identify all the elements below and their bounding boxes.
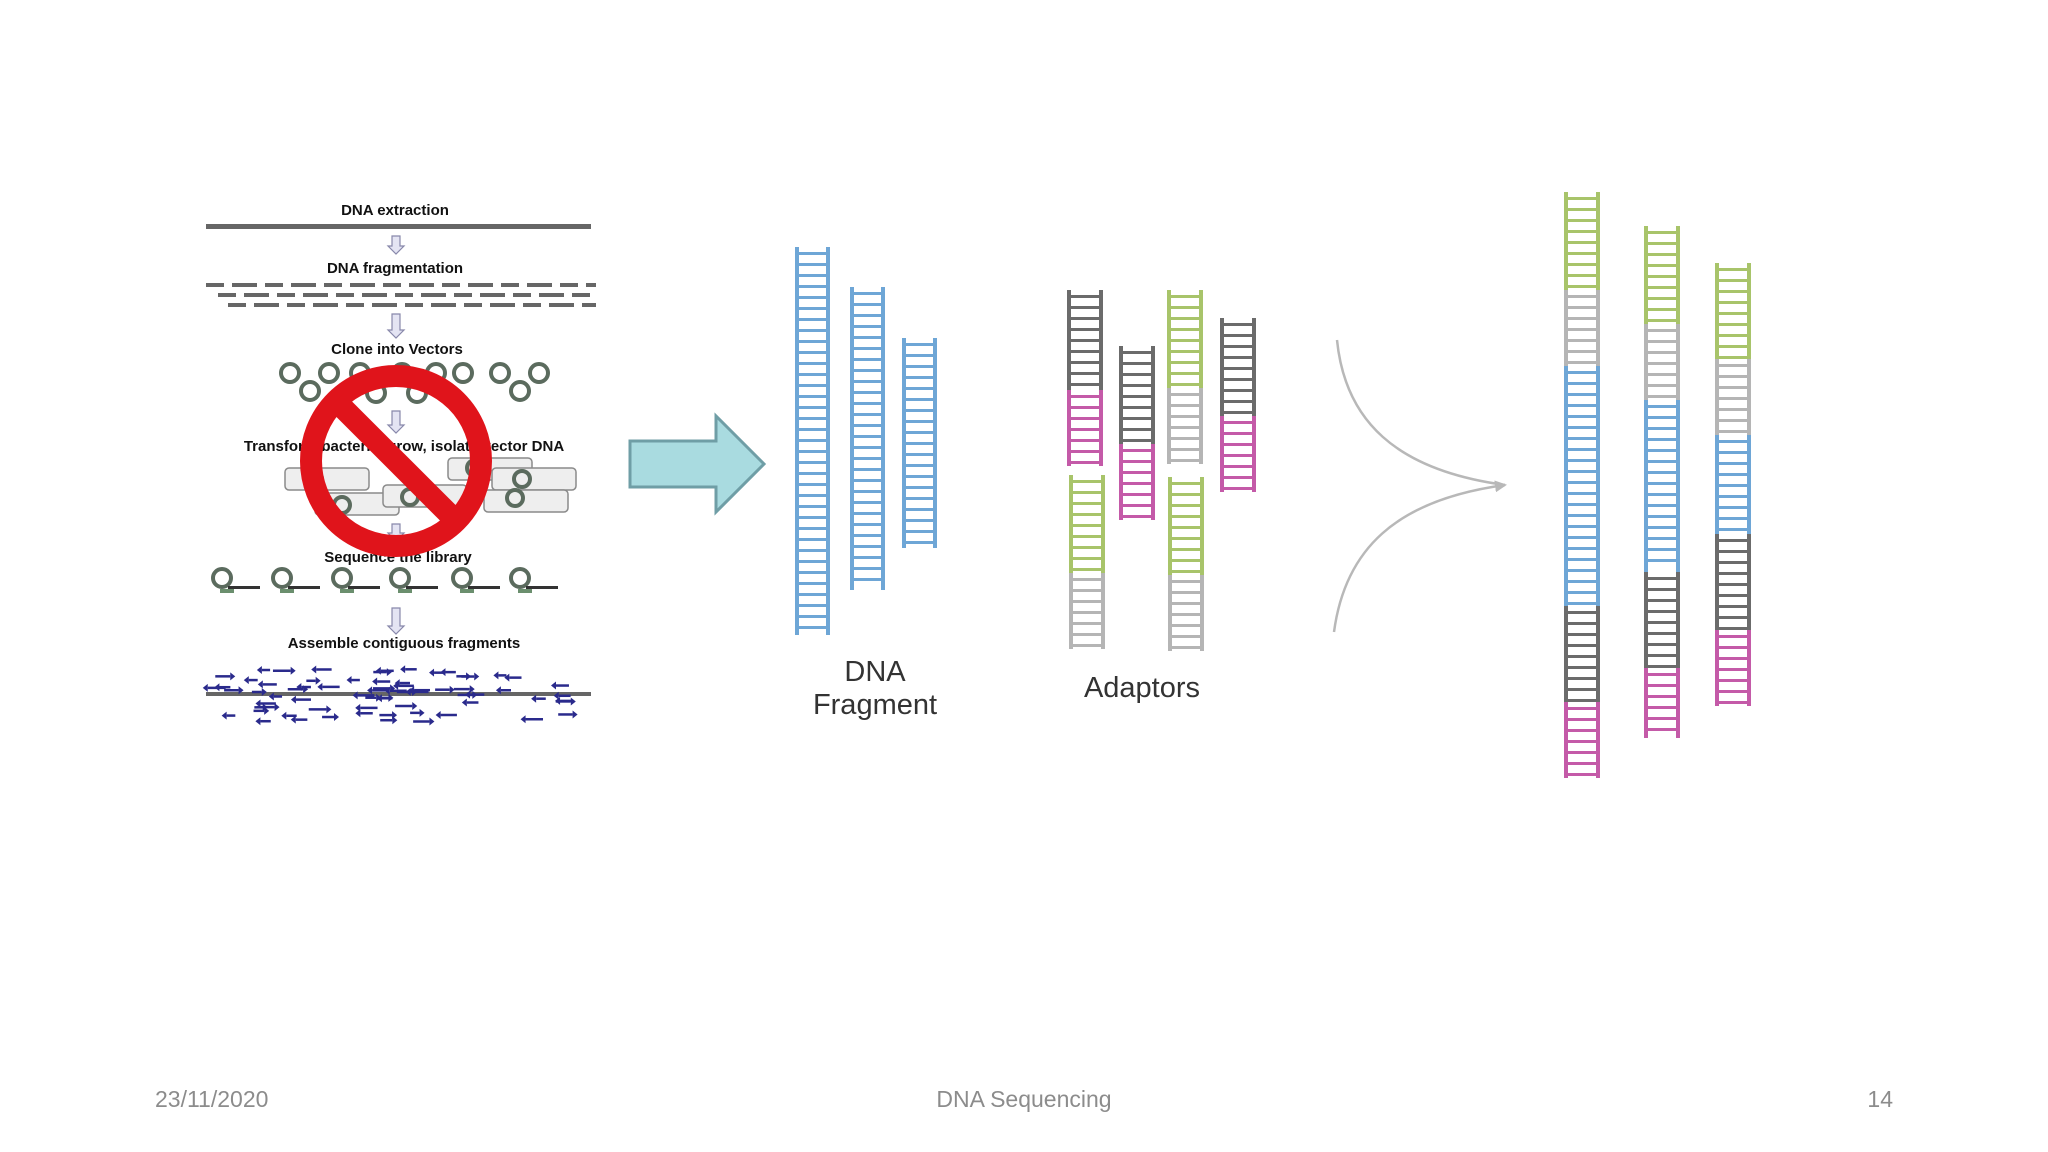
assembled-contig-line xyxy=(206,692,591,696)
adaptor-ladder xyxy=(1119,346,1155,520)
adaptor-ladder xyxy=(1220,318,1256,492)
ligated-product-ladder xyxy=(1564,192,1600,778)
genomic-dna-line xyxy=(206,224,591,229)
adaptor-ladder xyxy=(1168,477,1204,651)
footer-date: 23/11/2020 xyxy=(155,1086,269,1112)
adaptors-label: Adaptors xyxy=(1084,672,1200,704)
dna-fragment-ladder xyxy=(902,338,937,548)
ligated-product-ladder xyxy=(1715,263,1751,706)
ligation-converging-arrow xyxy=(1332,339,1507,633)
footer-page-number: 14 xyxy=(1867,1086,1893,1112)
step-sequence-library-label: Sequence the library xyxy=(324,549,472,566)
prohibition-sign-icon xyxy=(300,365,492,557)
ligated-products-group xyxy=(1564,192,1751,778)
clone-sequencing-flowchart: DNA extraction DNA fragmentation Clone i… xyxy=(202,202,596,726)
dna-fragment-ladder xyxy=(795,247,830,635)
step-transform-label: Transform bacteria, grow, isolate vector… xyxy=(244,438,565,455)
block-right-arrow xyxy=(628,412,767,516)
library-vectors-with-inserts xyxy=(211,567,558,593)
dna-fragment-label-line2: Fragment xyxy=(813,689,937,721)
adaptor-ladder xyxy=(1167,290,1203,464)
dna-fragment-label-line1: DNA xyxy=(844,656,906,688)
adaptors-group xyxy=(1067,290,1256,651)
step-dna-extraction-label: DNA extraction xyxy=(341,202,449,219)
adaptor-ladder xyxy=(1069,475,1105,649)
step-assemble-label: Assemble contiguous fragments xyxy=(288,635,521,652)
assembled-reads xyxy=(202,665,578,726)
dna-fragments-group xyxy=(795,247,937,635)
adaptor-ladder xyxy=(1067,290,1103,466)
ligated-product-ladder xyxy=(1644,226,1680,738)
footer-title: DNA Sequencing xyxy=(936,1086,1112,1112)
dna-fragments-rows xyxy=(206,283,596,307)
step-dna-fragmentation-label: DNA fragmentation xyxy=(327,260,463,277)
step-clone-vectors-label: Clone into Vectors xyxy=(331,341,463,358)
dna-fragment-ladder xyxy=(850,287,885,590)
